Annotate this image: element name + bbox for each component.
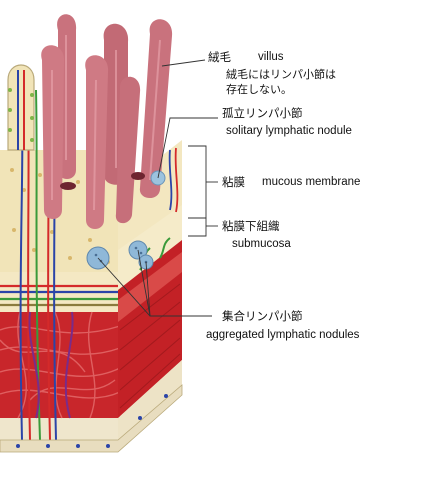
muscle-mesh: [0, 311, 121, 419]
solitary-leader: [157, 117, 218, 179]
label-villus-en: villus: [258, 51, 284, 63]
label-villus-note-1: 絨毛にはリンパ小節は: [226, 68, 336, 81]
muscle-vessels: [28, 311, 74, 419]
mucous-bracket: [188, 145, 207, 219]
label-villus-note-2: 存在しない。: [226, 83, 292, 96]
right-submucosa-face: [118, 205, 182, 290]
villi: [41, 14, 173, 230]
villus-leader: [161, 59, 206, 67]
submucosa-bracket: [188, 217, 207, 237]
right-mucosa-vessels: [168, 147, 179, 213]
right-muscle-band-light: [118, 252, 182, 322]
cut-villus-left: [7, 64, 35, 151]
label-aggregated-jp: 集合リンパ小節: [222, 309, 303, 323]
left-serosa-face: [0, 418, 120, 440]
crypt-opening: [60, 182, 76, 190]
label-submucosa-jp: 粘膜下組織: [222, 219, 280, 233]
serosa-edge: [0, 384, 183, 453]
muscle-striations: [119, 283, 181, 409]
label-mucous-en: mucous membrane: [262, 176, 361, 188]
villus-front-3: [115, 76, 141, 224]
label-mucous-jp: 粘膜: [222, 175, 245, 189]
villus-front-2: [85, 55, 109, 230]
label-submucosa-en: submucosa: [232, 238, 291, 250]
leader-lines: [97, 59, 218, 317]
label-solitary-en: solitary lymphatic nodule: [226, 125, 352, 137]
label-aggregated-en: aggregated lymphatic nodules: [206, 329, 360, 341]
label-solitary-jp: 孤立リンパ小節: [222, 106, 303, 120]
label-villus-jp: 絨毛: [208, 50, 231, 64]
right-serosa-face: [118, 360, 182, 440]
crypt-opening: [131, 172, 145, 180]
